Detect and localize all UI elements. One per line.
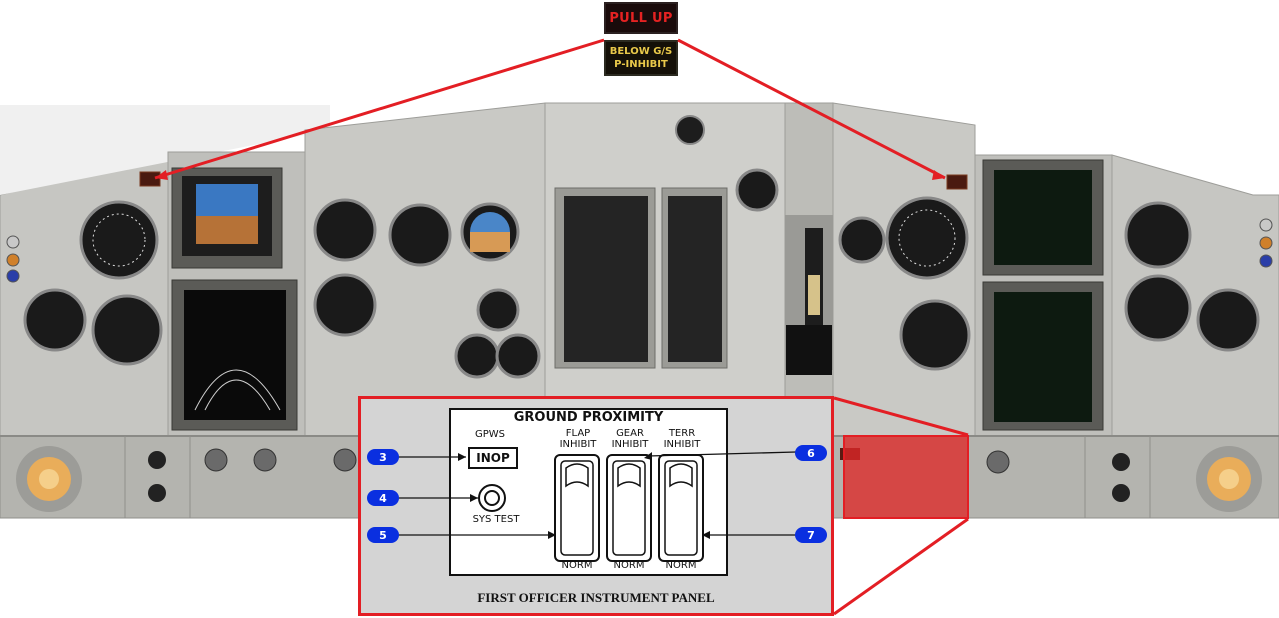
gpws-inop-light: INOP (468, 447, 518, 469)
pull-up-annunciator: PULL UP (604, 2, 678, 34)
callout-badge-7: 7 (795, 527, 827, 543)
gear-inhibit-switch-guard (612, 460, 646, 556)
below-gs-annunciator[interactable]: BELOW G/S P-INHIBIT (604, 40, 678, 76)
terr-inhibit-switch-guard (664, 460, 698, 556)
flap-inhibit-norm-label: NORM (561, 560, 593, 571)
terr-inhibit-label-line2: INHIBIT (663, 439, 701, 450)
gear-inhibit-label: GEAR INHIBIT (600, 428, 660, 450)
terr-inhibit-switch[interactable] (658, 454, 704, 562)
flap-inhibit-label-line2: INHIBIT (559, 439, 597, 450)
callout-badge-3: 3 (367, 449, 399, 465)
pull-up-label: PULL UP (609, 10, 673, 26)
flap-inhibit-label-line1: FLAP (565, 428, 591, 439)
terr-inhibit-label-line1: TERR (668, 428, 696, 439)
callout-badge-6: 6 (795, 445, 827, 461)
flap-inhibit-switch[interactable] (554, 454, 600, 562)
gear-inhibit-norm-label: NORM (613, 560, 645, 571)
terr-inhibit-norm-label: NORM (665, 560, 697, 571)
ground-proximity-title: GROUND PROXIMITY (513, 410, 664, 425)
flap-inhibit-label: FLAP INHIBIT (548, 428, 608, 450)
below-gs-label-line2: P-INHIBIT (614, 59, 668, 70)
gear-inhibit-label-line2: INHIBIT (611, 439, 649, 450)
terr-inhibit-label: TERR INHIBIT (652, 428, 712, 450)
callout-badge-4: 4 (367, 490, 399, 506)
below-gs-label-line1: BELOW G/S (609, 46, 673, 57)
panel-caption: FIRST OFFICER INSTRUMENT PANEL (477, 590, 715, 605)
sys-test-button-cap (484, 490, 500, 506)
sys-test-button[interactable] (478, 484, 506, 512)
callout-badge-5: 5 (367, 527, 399, 543)
flap-inhibit-switch-guard (560, 460, 594, 556)
gpws-label: GPWS (475, 429, 506, 440)
gear-inhibit-label-line1: GEAR (616, 428, 644, 439)
inop-label: INOP (476, 451, 510, 465)
gear-inhibit-switch[interactable] (606, 454, 652, 562)
gpws-module-highlight (843, 435, 969, 519)
sys-test-label: SYS TEST (472, 514, 520, 525)
